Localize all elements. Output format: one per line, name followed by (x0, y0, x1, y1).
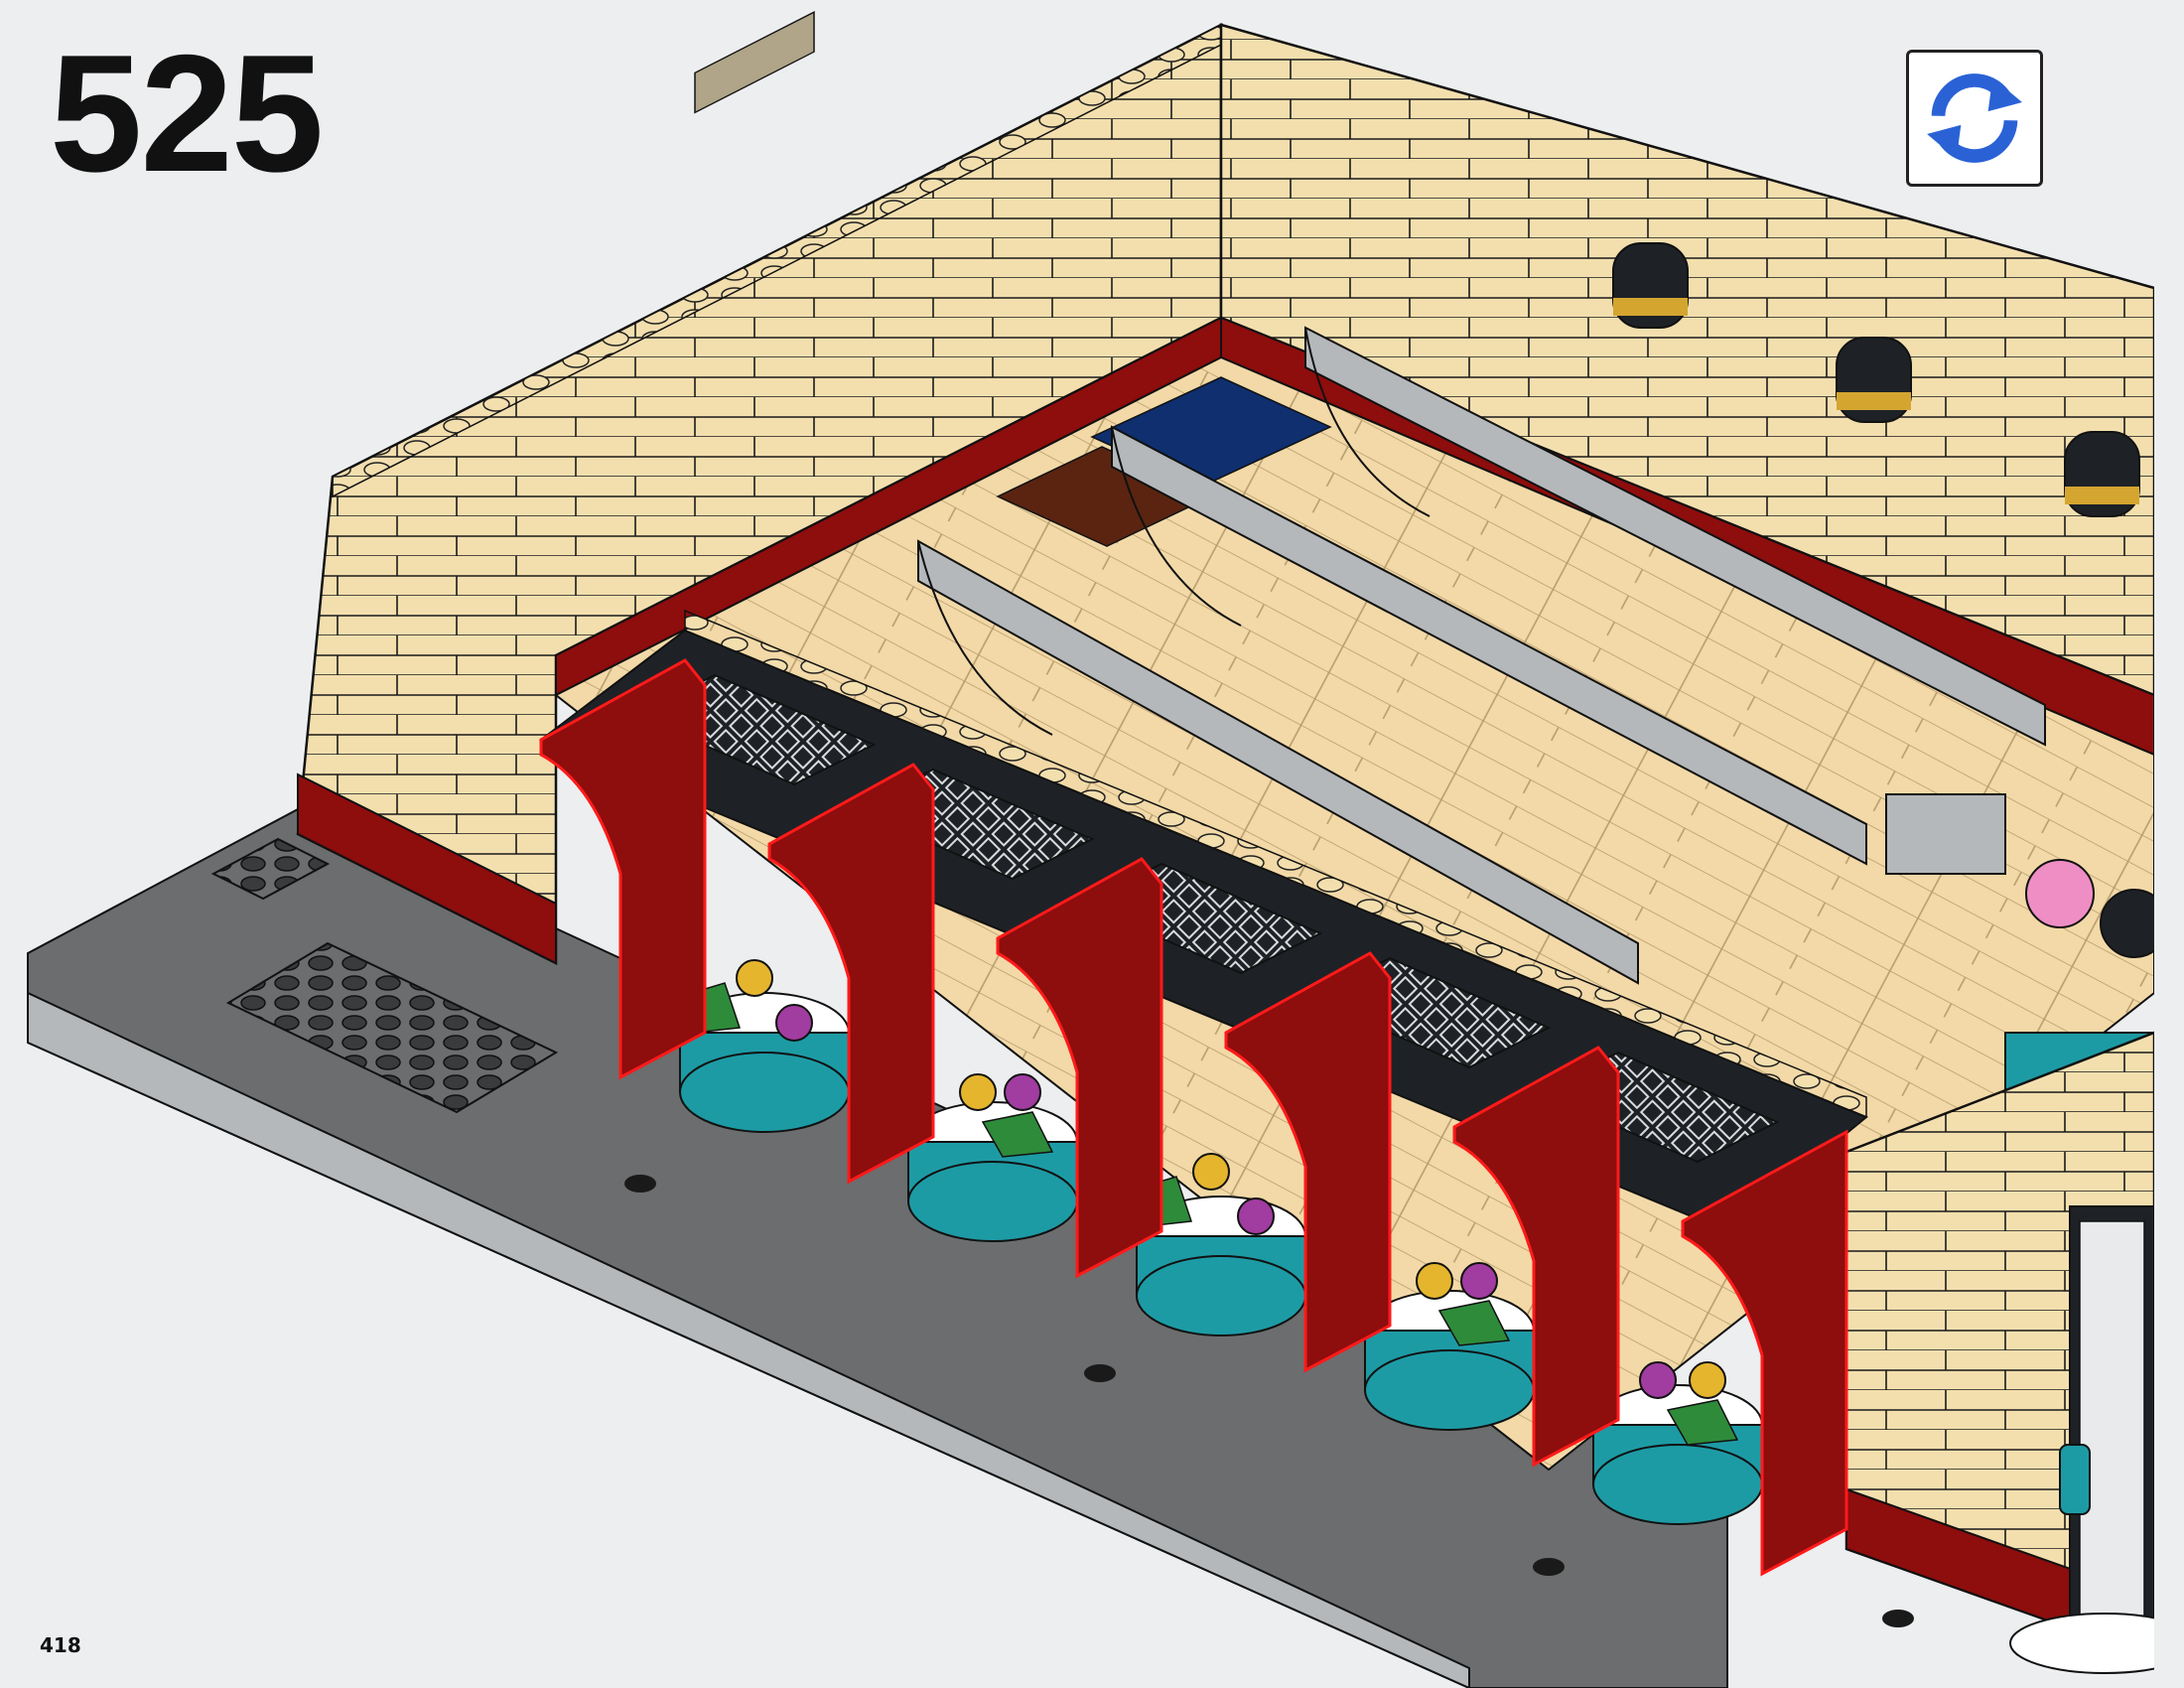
planters (673, 959, 1763, 1525)
storefront-door (2009, 1205, 2184, 1674)
left-wall (296, 11, 1223, 966)
wall-lamps (1612, 242, 2140, 517)
rotate-model-icon (1927, 73, 2022, 163)
step-number: 525 (50, 20, 324, 207)
page-number: 418 (40, 1633, 81, 1657)
rotate-model-button[interactable] (1906, 50, 2043, 187)
baseplate (27, 807, 1914, 1688)
red-arch-pillars (539, 658, 1848, 1577)
